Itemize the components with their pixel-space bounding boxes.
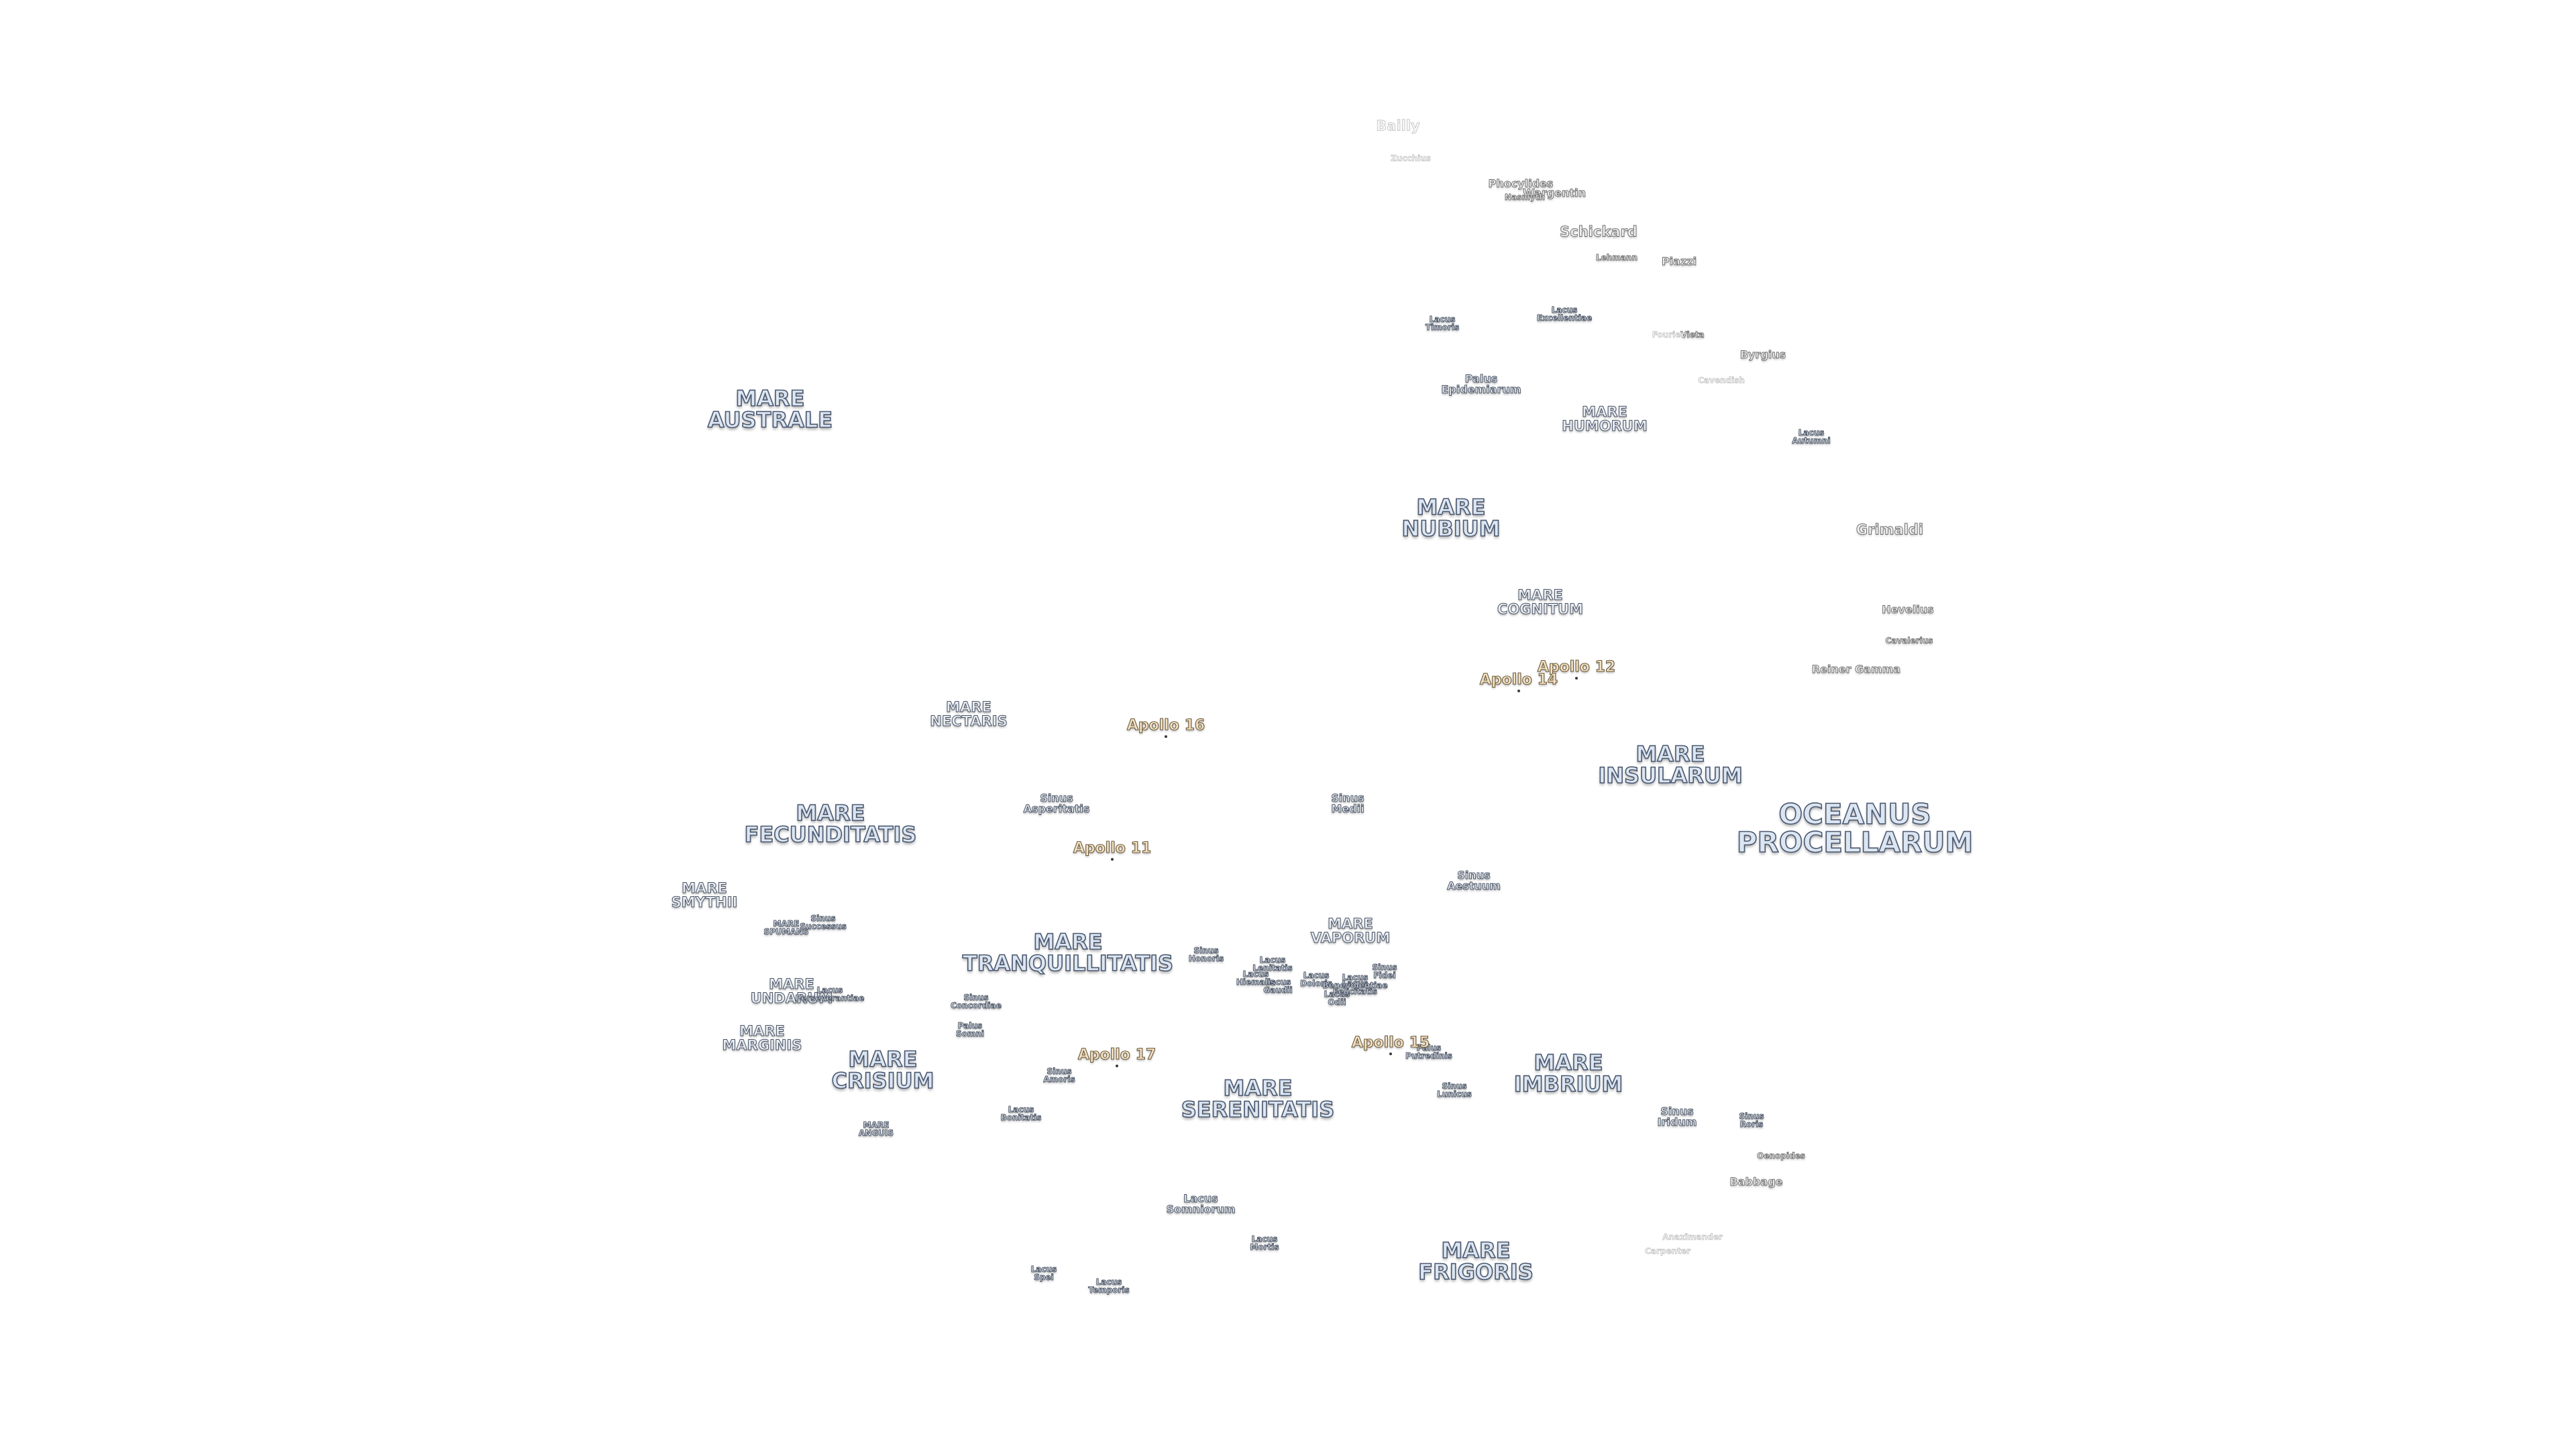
map-label-mare-anguis: MARE ANGUIS xyxy=(858,1120,894,1138)
map-label-lacus-doloris: Lacus Doloris xyxy=(1300,971,1333,988)
map-label-schickard: Schickard xyxy=(1560,223,1638,240)
map-label-mare-undarum: MARE UNDARUM xyxy=(750,976,833,1006)
map-label-sinus-lunicus: Sinus Lunicus xyxy=(1437,1081,1472,1099)
map-label-mare-fecunditatis: MARE FECUNDITATIS xyxy=(744,800,917,847)
landing-site-marker-apollo-11[interactable] xyxy=(1111,858,1114,861)
landing-site-marker-apollo-14[interactable] xyxy=(1517,690,1520,692)
map-label-mare-spumans: MARE SPUMANS xyxy=(763,919,809,936)
map-label-fourier: Fourier xyxy=(1652,330,1685,339)
map-label-sinus-asperitatis: Sinus Asperitatis xyxy=(1023,792,1090,815)
map-label-apollo-15: Apollo 15 xyxy=(1351,1034,1430,1051)
map-label-mare-frigoris: MARE FRIGORIS xyxy=(1417,1238,1534,1285)
map-label-apollo-11: Apollo 11 xyxy=(1073,840,1152,857)
map-label-sinus-iridum: Sinus Iridum xyxy=(1657,1105,1697,1128)
map-label-mare-australe: MARE AUSTRALE xyxy=(707,386,833,433)
map-label-mare-vaporum: MARE VAPORUM xyxy=(1310,916,1391,946)
map-label-lacus-bonitatis: Lacus Bonitatis xyxy=(1000,1105,1042,1122)
map-label-lacus-benevolentiae: Lacus Benevolentiae xyxy=(1322,973,1388,990)
map-label-lacus-perseverantiae: Lacus Perseverantiae xyxy=(795,985,865,1003)
landing-site-marker-apollo-17[interactable] xyxy=(1116,1065,1118,1067)
map-label-mare-imbrium: MARE IMBRIUM xyxy=(1513,1050,1623,1097)
map-label-apollo-14: Apollo 14 xyxy=(1479,672,1558,688)
map-label-sinus-roris: Sinus Roris xyxy=(1739,1112,1764,1129)
map-label-palus-epidemiarum: Palus Epidemiarum xyxy=(1441,372,1521,396)
map-label-apollo-17: Apollo 17 xyxy=(1077,1046,1157,1063)
map-label-mare-crisium: MARE CRISIUM xyxy=(831,1046,934,1093)
map-label-palus-somni: Palus Somni xyxy=(955,1021,985,1038)
map-label-byrgius: Byrgius xyxy=(1739,348,1786,361)
map-label-mare-humorum: MARE HUMORUM xyxy=(1562,404,1648,434)
map-label-sinus-medii: Sinus Medii xyxy=(1331,792,1364,815)
map-label-mare-nubium: MARE NUBIUM xyxy=(1401,494,1501,541)
map-label-wargentin: Wargentin xyxy=(1523,186,1587,199)
map-label-lacus-excellentiae: Lacus Excellentiae xyxy=(1536,305,1593,323)
map-label-lacus-somniorum: Lacus Somniorum xyxy=(1166,1192,1236,1216)
map-label-sinus-successus: Sinus Successus xyxy=(800,914,847,931)
map-label-mare-tranquillitatis: MARE TRANQUILLITATIS xyxy=(962,929,1174,976)
map-label-zucchius: Zucchius xyxy=(1391,154,1432,163)
landing-site-marker-apollo-16[interactable] xyxy=(1165,735,1167,738)
map-label-piazzi: Piazzi xyxy=(1661,255,1697,268)
map-label-anaximander: Anaximander xyxy=(1662,1232,1723,1242)
map-label-carpenter: Carpenter xyxy=(1645,1246,1691,1256)
map-label-cavalerius: Cavalerius xyxy=(1885,636,1933,645)
landing-site-marker-apollo-15[interactable] xyxy=(1389,1053,1392,1055)
map-label-mare-nectaris: MARE NECTARIS xyxy=(930,699,1008,729)
map-label-sinus-concordiae: Sinus Concordiae xyxy=(951,993,1002,1010)
map-label-apollo-12: Apollo 12 xyxy=(1537,659,1616,676)
map-label-lacus-timoris: Lacus Timoris xyxy=(1425,315,1460,332)
map-label-phocylides: Phocylides xyxy=(1488,177,1554,190)
map-label-sinus-aestuum: Sinus Aestuum xyxy=(1447,869,1501,892)
map-label-lacus-hiemalis: Lacus Hiemalis xyxy=(1236,969,1276,987)
map-label-palus-putredinis: Palus Putredinis xyxy=(1405,1043,1453,1061)
map-label-grimaldi: Grimaldi xyxy=(1856,521,1924,538)
map-label-lacus-autumni: Lacus Autumni xyxy=(1792,428,1831,445)
map-label-lacus-felicitatis: Lacus Felicitatis xyxy=(1332,979,1378,996)
map-label-reiner-gamma: Reiner Gamma xyxy=(1811,663,1901,676)
map-label-vieta: Vieta xyxy=(1680,330,1705,339)
map-label-cavendish: Cavendish xyxy=(1698,376,1745,385)
map-label-lacus-lenitatis: Lacus Lenitatis xyxy=(1252,955,1293,973)
map-label-sinus-fidei: Sinus Fidei xyxy=(1372,963,1397,980)
map-label-oenopides: Oenopides xyxy=(1757,1151,1806,1161)
map-label-lacus-gaudii: Lacus Gaudii xyxy=(1263,977,1293,995)
map-label-mare-marginis: MARE MARGINIS xyxy=(722,1023,802,1053)
map-label-mare-insularum: MARE INSULARUM xyxy=(1598,741,1743,788)
landing-site-marker-apollo-12[interactable] xyxy=(1575,677,1578,680)
map-label-lacus-temporis: Lacus Temporis xyxy=(1088,1277,1130,1295)
map-label-nasmyth: Nasmyth xyxy=(1505,193,1546,202)
map-label-mare-smythii: MARE SMYTHII xyxy=(671,880,738,910)
map-label-mare-cognitum: MARE COGNITUM xyxy=(1497,587,1584,617)
map-label-hevelius: Hevelius xyxy=(1882,603,1934,616)
map-label-mare-serenitatis: MARE SERENITATIS xyxy=(1181,1075,1335,1122)
map-label-sinus-amoris: Sinus Amoris xyxy=(1043,1067,1075,1084)
map-label-apollo-16: Apollo 16 xyxy=(1126,717,1205,734)
map-label-lacus-spei: Lacus Spei xyxy=(1030,1265,1057,1282)
map-label-babbage: Babbage xyxy=(1729,1175,1783,1188)
map-label-oceanus-procellarum: OCEANUS PROCELLARUM xyxy=(1736,798,1974,859)
map-label-lacus-odii: Lacus Odii xyxy=(1324,989,1350,1007)
map-label-bailly: Bailly xyxy=(1376,117,1420,134)
map-label-lehmann: Lehmann xyxy=(1595,253,1638,262)
map-label-sinus-honoris: Sinus Honoris xyxy=(1188,946,1224,963)
map-label-lacus-mortis: Lacus Mortis xyxy=(1250,1234,1279,1252)
